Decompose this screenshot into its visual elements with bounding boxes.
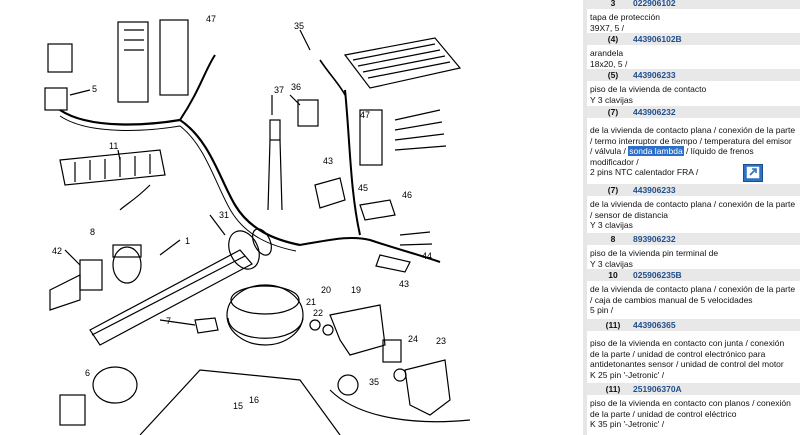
part-description: tapa de protección 39X7, 5 / bbox=[590, 12, 660, 33]
part-entry-header[interactable]: (4) 443906102B bbox=[587, 33, 800, 46]
callout-6[interactable]: 6 bbox=[85, 368, 91, 378]
part-entry-header[interactable]: (5) 443906233 bbox=[587, 69, 800, 82]
item-number: (7) bbox=[607, 107, 619, 117]
parts-diagram: 47 35 5 37 36 11 43 45 47 31 46 1 8 42 4… bbox=[44, 14, 471, 435]
callout-46[interactable]: 46 bbox=[402, 190, 413, 200]
part-number-link[interactable]: 443906232 bbox=[633, 107, 676, 117]
callout-5[interactable]: 5 bbox=[92, 84, 98, 94]
callout-22[interactable]: 22 bbox=[313, 308, 324, 318]
callout-16[interactable]: 16 bbox=[249, 395, 260, 405]
part-entry: (11) 251906370A piso de la vivienda en c… bbox=[587, 383, 800, 430]
arrow-out-icon bbox=[746, 166, 760, 179]
callout-36[interactable]: 36 bbox=[291, 82, 302, 92]
part-number-link[interactable]: 443906233 bbox=[633, 70, 676, 80]
part-entry-header[interactable]: (11) 443906365 bbox=[587, 319, 800, 332]
open-external-button[interactable] bbox=[743, 164, 763, 182]
callout-37[interactable]: 37 bbox=[274, 85, 285, 95]
item-number: 3 bbox=[610, 0, 616, 8]
highlighted-search-term[interactable]: sonda lambda bbox=[628, 146, 684, 156]
item-number: (11) bbox=[605, 320, 621, 330]
callout-45[interactable]: 45 bbox=[358, 183, 369, 193]
callout-7[interactable]: 7 bbox=[166, 316, 172, 326]
callout-31[interactable]: 31 bbox=[219, 210, 230, 220]
part-description: piso de la vivienda de contacto Y 3 clav… bbox=[590, 84, 707, 105]
part-entry-header[interactable]: 8 893906232 bbox=[587, 233, 800, 246]
callout-24[interactable]: 24 bbox=[408, 334, 419, 344]
part-entry-header[interactable]: (7) 443906232 bbox=[587, 106, 800, 119]
panel-gutter bbox=[583, 0, 587, 435]
part-entry: (4) 443906102B arandela 18x20, 5 / bbox=[587, 33, 800, 69]
part-number-link[interactable]: 251906370A bbox=[633, 384, 682, 394]
part-description: piso de la vivienda en contacto con plan… bbox=[590, 398, 791, 429]
part-entry: (7) 443906232 de la vivienda de contacto… bbox=[587, 106, 800, 178]
callout-11[interactable]: 11 bbox=[109, 141, 119, 151]
callout-35-lower[interactable]: 35 bbox=[369, 377, 380, 387]
item-number: 10 bbox=[608, 270, 618, 280]
part-entry-header[interactable]: (7) 443906233 bbox=[587, 184, 800, 197]
parts-list-panel: 3 022906102 tapa de protección 39X7, 5 /… bbox=[583, 0, 800, 435]
callout-15[interactable]: 15 bbox=[233, 401, 244, 411]
callout-23[interactable]: 23 bbox=[436, 336, 447, 346]
callout-35[interactable]: 35 bbox=[294, 21, 305, 31]
callout-43[interactable]: 43 bbox=[323, 156, 334, 166]
part-description: arandela 18x20, 5 / bbox=[590, 48, 628, 69]
part-entry: (11) 443906365 piso de la vivienda en co… bbox=[587, 319, 800, 380]
wiring-harness-drawing bbox=[44, 19, 471, 435]
part-entry-header[interactable]: 10 025906235B bbox=[587, 269, 800, 282]
description-text-rest: / líquido de frenos modificador / 2 pins… bbox=[590, 146, 754, 177]
part-entry-header[interactable]: (11) 251906370A bbox=[587, 383, 800, 396]
part-description: de la vivienda de contacto plana / conex… bbox=[590, 284, 796, 315]
part-entry: 10 025906235B de la vivienda de contacto… bbox=[587, 269, 800, 316]
item-number: (5) bbox=[607, 70, 619, 80]
item-number: 8 bbox=[610, 234, 616, 244]
part-description: de la vivienda de contacto plana / conex… bbox=[590, 199, 796, 230]
part-number-link[interactable]: 025906235B bbox=[633, 270, 682, 280]
callout-43-lower[interactable]: 43 bbox=[399, 279, 410, 289]
part-number-link[interactable]: 893906232 bbox=[633, 234, 676, 244]
item-number: (7) bbox=[607, 185, 619, 195]
part-number-link[interactable]: 443906102B bbox=[633, 34, 682, 44]
part-entry: (5) 443906233 piso de la vivienda de con… bbox=[587, 69, 800, 105]
callout-47[interactable]: 47 bbox=[206, 14, 217, 24]
callout-42[interactable]: 42 bbox=[52, 246, 63, 256]
callout-44[interactable]: 44 bbox=[422, 251, 433, 261]
part-number-link[interactable]: 022906102 bbox=[633, 0, 676, 8]
part-description: piso de la vivienda en contacto con junt… bbox=[590, 338, 785, 380]
part-entry: 3 022906102 tapa de protección 39X7, 5 / bbox=[587, 0, 800, 33]
item-number: (4) bbox=[607, 34, 619, 44]
callout-21[interactable]: 21 bbox=[306, 297, 317, 307]
callout-1[interactable]: 1 bbox=[185, 236, 191, 246]
part-entry: (7) 443906233 de la vivienda de contacto… bbox=[587, 184, 800, 231]
callout-8[interactable]: 8 bbox=[90, 227, 96, 237]
callout-19[interactable]: 19 bbox=[351, 285, 362, 295]
callout-20[interactable]: 20 bbox=[321, 285, 332, 295]
description-text: de la vivienda de contacto plana / conex… bbox=[590, 125, 796, 156]
part-number-link[interactable]: 443906365 bbox=[633, 320, 676, 330]
part-entry-header[interactable]: 3 022906102 bbox=[587, 0, 800, 10]
callout-47-right[interactable]: 47 bbox=[360, 110, 371, 120]
part-description: piso de la vivienda pin terminal de Y 3 … bbox=[590, 248, 719, 269]
part-entry: 8 893906232 piso de la vivienda pin term… bbox=[587, 233, 800, 269]
part-description: de la vivienda de contacto plana / conex… bbox=[587, 119, 800, 178]
item-number: (11) bbox=[605, 384, 621, 394]
part-number-link[interactable]: 443906233 bbox=[633, 185, 676, 195]
